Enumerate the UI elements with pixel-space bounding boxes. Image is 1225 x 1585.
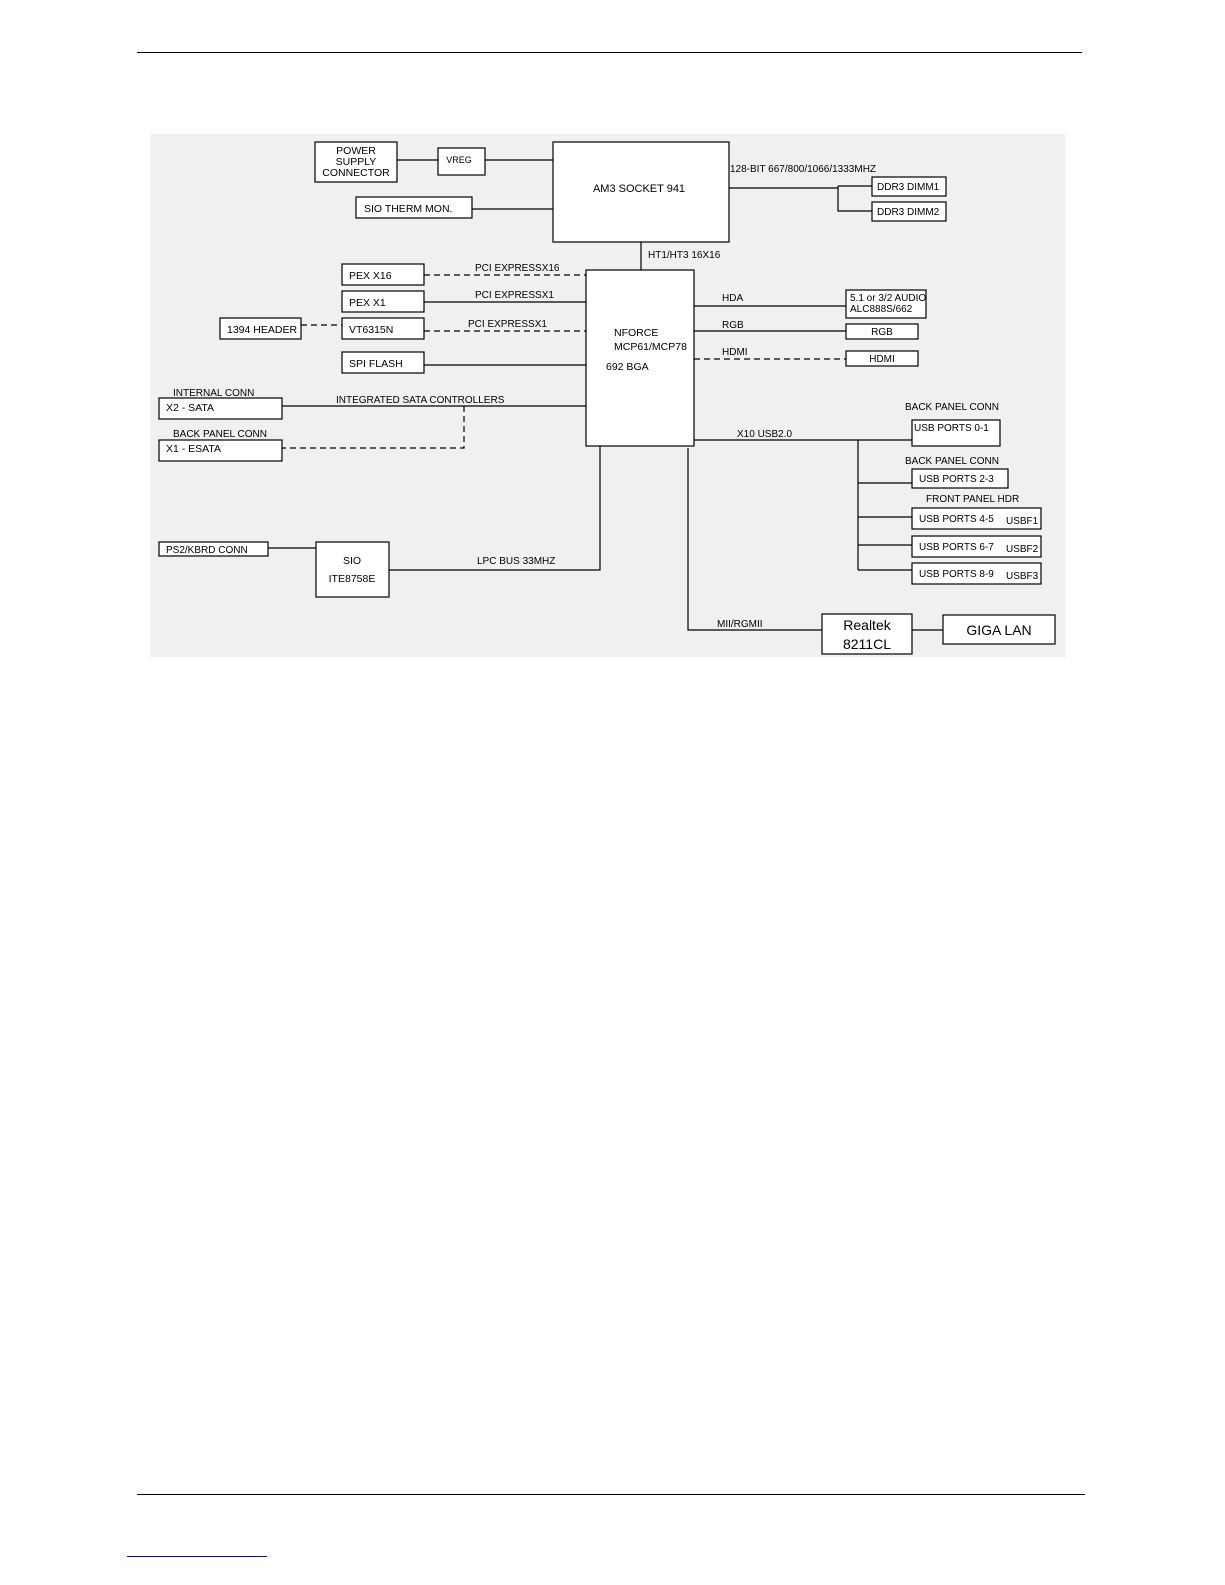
- cpu-label: AM3 SOCKET 941: [593, 183, 685, 195]
- sata-controllers-label: INTEGRATED SATA CONTROLLERS: [336, 395, 505, 406]
- usbf2-label: USBF2: [1006, 544, 1039, 555]
- ps2-keyboard-block: PS2/KBRD CONN: [158, 541, 269, 557]
- hda-label: HDA: [722, 293, 743, 304]
- hdmi-port-label: HDMI: [869, 354, 895, 365]
- usb-bus-label: X10 USB2.0: [737, 429, 792, 440]
- usb-ports-2-3-block: USB PORTS 2-3: [911, 468, 1009, 489]
- usbf1-label: USBF1: [1006, 516, 1039, 527]
- usb-ports-0-1-block: USB PORTS 0-1: [911, 419, 1001, 447]
- pcie-x1-label-b: PCI EXPRESSX1: [468, 319, 547, 330]
- usb-4-5-label: USB PORTS 4-5: [919, 514, 994, 525]
- back-panel-conn-label-2: BACK PANEL CONN: [905, 456, 999, 467]
- audio-line-2: ALC888S/662: [850, 304, 913, 315]
- sio-therm-label: SIO THERM MON.: [364, 203, 452, 215]
- audio-line-1: 5.1 or 3/2 AUDIO: [850, 293, 926, 304]
- sio-line-1: SIO: [343, 555, 361, 567]
- power-supply-line-1: POWER: [336, 145, 376, 157]
- usb-0-1-label: USB PORTS 0-1: [914, 423, 989, 434]
- usbf3-label: USBF3: [1006, 571, 1039, 582]
- audio-codec-block: 5.1 or 3/2 AUDIO ALC888S/662: [845, 289, 927, 319]
- vreg-block: VREG: [437, 147, 486, 176]
- ps2-label: PS2/KBRD CONN: [166, 545, 248, 556]
- nforce-line-3: 692 BGA: [606, 361, 649, 373]
- realtek-phy-block: Realtek 8211CL: [821, 613, 913, 655]
- sata-label: X2 - SATA: [166, 402, 214, 414]
- front-panel-hdr-label: FRONT PANEL HDR: [926, 494, 1019, 505]
- block-diagram: POWER SUPPLY CONNECTOR VREG AM3 SOCKET 9…: [150, 134, 1065, 657]
- dimm2-label: DDR3 DIMM2: [877, 207, 940, 218]
- hdmi-port-block: HDMI: [845, 350, 919, 367]
- esata-block: X1 - ESATA: [158, 439, 283, 462]
- nforce-chipset-block: NFORCE MCP61/MCP78 692 BGA: [585, 269, 695, 447]
- spi-flash-block: SPI FLASH: [341, 351, 425, 374]
- vt6315n-label: VT6315N: [349, 324, 393, 336]
- pex-x16-block: PEX X16: [341, 263, 425, 286]
- pex-x1-label: PEX X1: [349, 297, 386, 309]
- power-supply-line-2: SUPPLY: [336, 156, 377, 168]
- hdmi-link-label: HDMI: [722, 347, 748, 358]
- sio-therm-block: SIO THERM MON.: [355, 196, 473, 219]
- vreg-label: VREG: [446, 155, 472, 165]
- nforce-line-2: MCP61/MCP78: [614, 341, 687, 353]
- back-panel-conn-label-1: BACK PANEL CONN: [905, 402, 999, 413]
- cpu-socket-block: AM3 SOCKET 941: [552, 141, 730, 243]
- usb-8-9-label: USB PORTS 8-9: [919, 569, 994, 580]
- usb-2-3-label: USB PORTS 2-3: [919, 474, 994, 485]
- rgb-link-label: RGB: [722, 320, 744, 331]
- footer-rule: [137, 1494, 1085, 1495]
- pcie-x1-label-a: PCI EXPRESSX1: [475, 290, 554, 301]
- spi-flash-label: SPI FLASH: [349, 358, 403, 370]
- pex-x1-block: PEX X1: [341, 290, 425, 313]
- power-supply-line-3: CONNECTOR: [322, 167, 390, 179]
- ht-link-label: HT1/HT3 16X16: [648, 250, 721, 261]
- sio-line-2: ITE8758E: [329, 573, 376, 585]
- dimm2-block: DDR3 DIMM2: [871, 201, 947, 222]
- vt6315n-block: VT6315N: [341, 317, 425, 340]
- memory-bus-label: 128-BIT 667/800/1066/1333MHZ: [730, 164, 876, 175]
- usb-ports-8-9-block: USB PORTS 8-9 USBF3: [911, 562, 1042, 585]
- footer-link-underline: [127, 1556, 267, 1557]
- dimm1-block: DDR3 DIMM1: [871, 176, 947, 197]
- usb-6-7-label: USB PORTS 6-7: [919, 542, 994, 553]
- rgb-port-label: RGB: [871, 327, 893, 338]
- lpc-bus-label: LPC BUS 33MHZ: [477, 556, 555, 567]
- back-panel-conn-sata-label: BACK PANEL CONN: [173, 429, 267, 440]
- mii-label: MII/RGMII: [717, 619, 763, 630]
- header-rule: [137, 52, 1082, 53]
- header-1394-block: 1394 HEADER: [219, 317, 302, 340]
- nforce-line-1: NFORCE: [614, 327, 658, 339]
- giga-lan-label: GIGA LAN: [966, 622, 1031, 638]
- sio-block: SIO ITE8758E: [315, 541, 390, 598]
- rgb-port-block: RGB: [845, 323, 919, 340]
- pex-x16-label: PEX X16: [349, 270, 392, 282]
- usb-ports-4-5-block: USB PORTS 4-5 USBF1: [911, 507, 1042, 530]
- realtek-line-2: 8211CL: [843, 636, 891, 652]
- connection-lines: [268, 159, 943, 631]
- esata-label: X1 - ESATA: [166, 443, 221, 455]
- giga-lan-block: GIGA LAN: [942, 614, 1056, 645]
- power-supply-connector-block: POWER SUPPLY CONNECTOR: [314, 141, 398, 183]
- realtek-line-1: Realtek: [843, 617, 891, 633]
- usb-ports-6-7-block: USB PORTS 6-7 USBF2: [911, 535, 1042, 558]
- dimm1-label: DDR3 DIMM1: [877, 182, 940, 193]
- pcie-x16-label: PCI EXPRESSX16: [475, 263, 560, 274]
- sata-block: X2 - SATA: [158, 397, 283, 420]
- header-1394-label: 1394 HEADER: [227, 324, 297, 336]
- internal-conn-label: INTERNAL CONN: [173, 388, 254, 399]
